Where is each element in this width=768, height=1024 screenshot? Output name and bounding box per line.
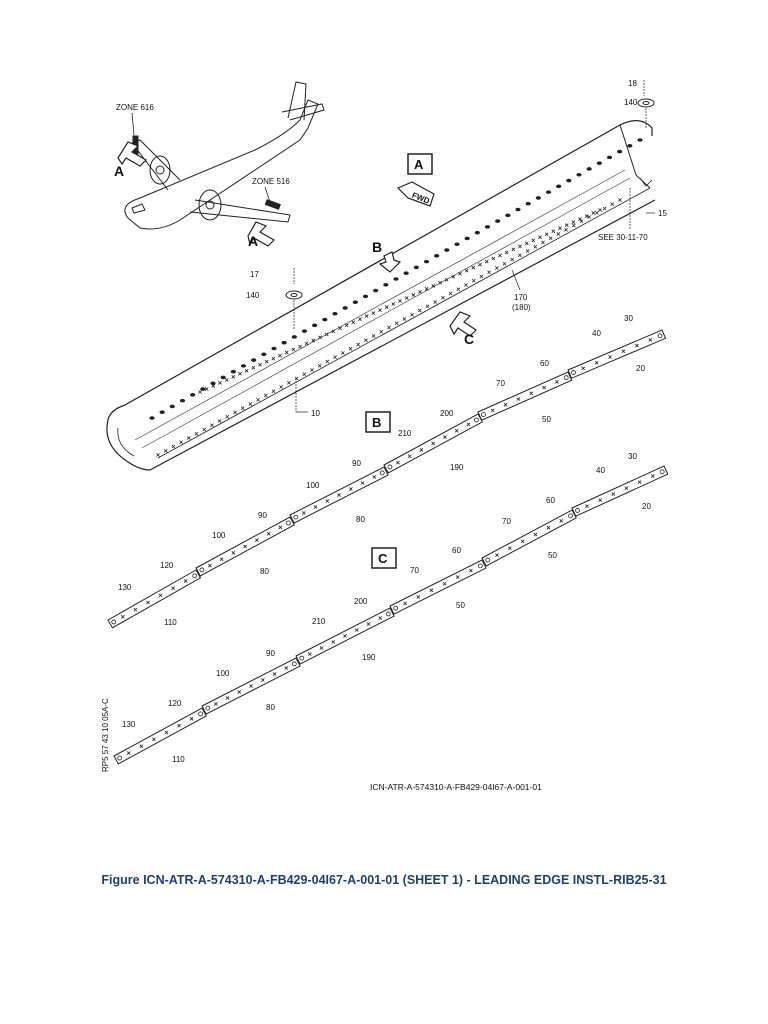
svg-text:200: 200 (440, 409, 454, 418)
svg-text:70: 70 (410, 566, 419, 575)
zone-616-label: ZONE 616 (116, 103, 154, 112)
svg-text:130: 130 (118, 583, 132, 592)
view-a-box: A (407, 153, 433, 175)
view-b-arrow: B (372, 239, 402, 273)
svg-text:C: C (378, 551, 388, 566)
detail-b-callouts: 30 40 20 60 70 50 200 210 190 90 100 80 … (118, 314, 645, 627)
side-reference: RP5 57 43 10 05A-C (101, 698, 110, 772)
detail-c-strips (113, 465, 669, 765)
leading-edge-assembly (106, 120, 656, 471)
svg-text:40: 40 (596, 466, 605, 475)
svg-text:80: 80 (260, 567, 269, 576)
view-c-arrow: C (449, 311, 477, 347)
figure-caption: Figure ICN-ATR-A-574310-A-FB429-04I67-A-… (101, 873, 667, 887)
view-a-arrow-1: A (114, 141, 147, 179)
svg-text:90: 90 (258, 511, 267, 520)
svg-text:40: 40 (592, 329, 601, 338)
svg-text:170: 170 (514, 293, 528, 302)
svg-text:30: 30 (628, 452, 637, 461)
svg-text:18: 18 (628, 79, 637, 88)
svg-text:50: 50 (548, 551, 557, 560)
svg-text:140: 140 (624, 98, 638, 107)
svg-text:15: 15 (658, 209, 667, 218)
svg-text:210: 210 (398, 429, 412, 438)
fwd-arrow: FWD (396, 181, 435, 207)
svg-text:B: B (372, 239, 382, 255)
svg-text:110: 110 (164, 618, 177, 627)
zone-516-label: ZONE 516 (252, 177, 290, 186)
svg-text:200: 200 (354, 597, 368, 606)
detail-c-callouts: 30 40 20 60 70 50 60 70 50 200 210 190 9… (122, 452, 651, 764)
svg-text:60: 60 (452, 546, 461, 555)
svg-text:70: 70 (496, 379, 505, 388)
svg-text:17: 17 (250, 270, 259, 279)
svg-text:A: A (114, 163, 124, 179)
svg-text:50: 50 (542, 415, 551, 424)
aircraft-sketch (124, 81, 325, 230)
svg-text:100: 100 (212, 531, 226, 540)
detail-b-box: B (365, 411, 391, 433)
svg-text:SEE 30-11-70: SEE 30-11-70 (598, 233, 648, 242)
svg-text:60: 60 (540, 359, 549, 368)
detail-b-strips (107, 329, 667, 629)
svg-text:210: 210 (312, 617, 326, 626)
icn-code: ICN-ATR-A-574310-A-FB429-04I67-A-001-01 (370, 782, 542, 792)
svg-text:A: A (248, 233, 258, 249)
svg-text:90: 90 (266, 649, 275, 658)
svg-text:80: 80 (266, 703, 275, 712)
svg-text:110: 110 (172, 755, 185, 764)
svg-text:70: 70 (502, 517, 511, 526)
svg-text:140: 140 (246, 291, 260, 300)
svg-text:C: C (464, 331, 474, 347)
svg-text:20: 20 (636, 364, 645, 373)
upper-rivet-row (149, 138, 643, 420)
svg-text:120: 120 (168, 699, 182, 708)
svg-text:120: 120 (160, 561, 174, 570)
svg-text:100: 100 (216, 669, 230, 678)
svg-text:190: 190 (450, 463, 464, 472)
svg-text:A: A (414, 157, 424, 172)
svg-text:20: 20 (642, 502, 651, 511)
svg-text:100: 100 (306, 481, 320, 490)
svg-text:10: 10 (311, 409, 320, 418)
svg-text:30: 30 (624, 314, 633, 323)
main-callouts: 18 140 15 SEE 30-11-70 17 140 170 (180) … (246, 79, 667, 418)
view-a-arrow-2: A (247, 221, 275, 249)
lower-rivet-row (156, 198, 622, 457)
detail-c-box: C (371, 547, 397, 569)
svg-text:190: 190 (362, 653, 376, 662)
svg-text:50: 50 (456, 601, 465, 610)
svg-text:(180): (180) (512, 303, 531, 312)
svg-text:80: 80 (356, 515, 365, 524)
svg-text:B: B (372, 415, 381, 430)
svg-text:130: 130 (122, 720, 136, 729)
svg-text:60: 60 (546, 496, 555, 505)
svg-text:90: 90 (352, 459, 361, 468)
